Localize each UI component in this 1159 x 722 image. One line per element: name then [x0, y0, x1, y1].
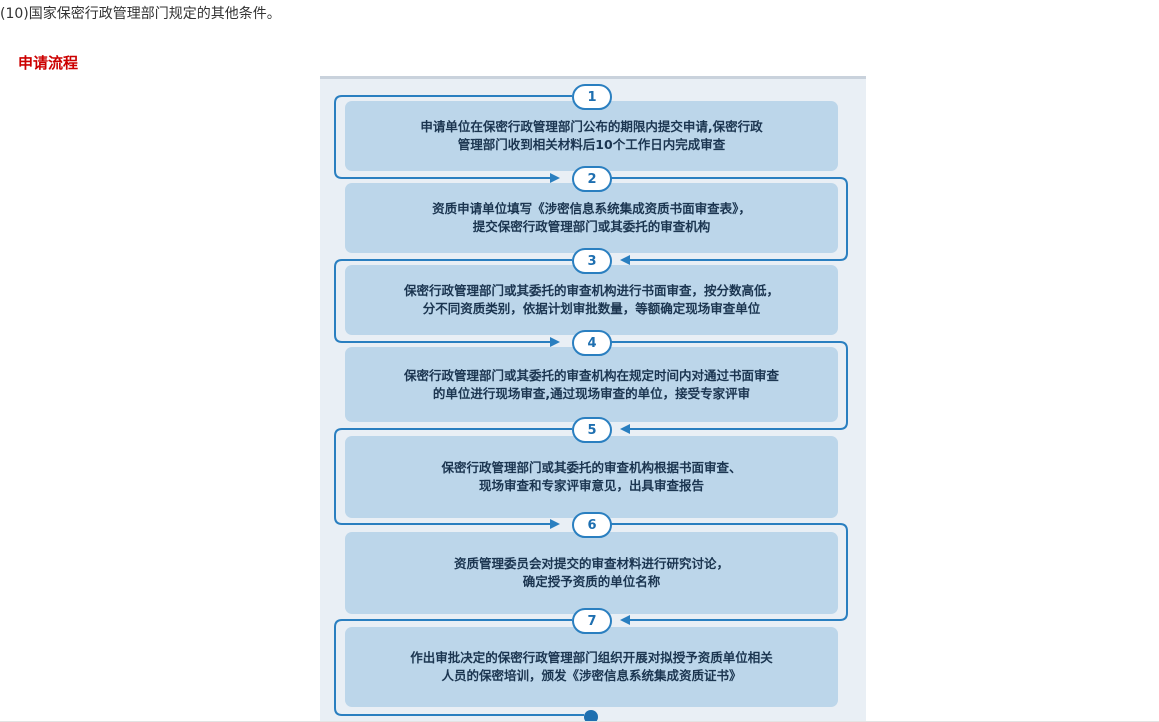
- step-7-line-1: 作出审批决定的保密行政管理部门组织开展对拟授予资质单位相关: [410, 650, 773, 665]
- step-2-box: 资质申请单位填写《涉密信息系统集成资质书面审查表》， 提交保密行政管理部门或其委…: [345, 183, 838, 253]
- step-4-line-2: 的单位进行现场审查,通过现场审查的单位，接受专家评审: [432, 385, 751, 401]
- step-1-line-2: 管理部门收到相关材料后10个工作日内完成审查: [457, 137, 726, 152]
- flow-connector-arrows: [334, 95, 848, 716]
- step-7-number-badge: 7: [572, 608, 612, 634]
- step-1-line-1: 申请单位在保密行政管理部门公布的期限内提交申请,保密行政: [420, 119, 763, 134]
- step-1-box: 申请单位在保密行政管理部门公布的期限内提交申请,保密行政 管理部门收到相关材料后…: [345, 101, 838, 171]
- application-flow-diagram: 申请单位在保密行政管理部门公布的期限内提交申请,保密行政 管理部门收到相关材料后…: [320, 76, 866, 722]
- intro-text: (10)国家保密行政管理部门规定的其他条件。: [0, 6, 281, 22]
- step-3-box: 保密行政管理部门或其委托的审查机构进行书面审查，按分数高低， 分不同资质类别，依…: [345, 265, 838, 335]
- step-4-number-badge: 4: [572, 330, 612, 356]
- flow-end-marker: [584, 710, 598, 722]
- step-7-line-2: 人员的保密培训，颁发《涉密信息系统集成资质证书》: [441, 668, 742, 683]
- step-3-line-2: 分不同资质类别，依据计划审批数量，等额确定现场审查单位: [422, 301, 761, 316]
- step-5-number-badge: 5: [572, 417, 612, 443]
- step-6-box: 资质管理委员会对提交的审查材料进行研究讨论， 确定授予资质的单位名称: [345, 532, 838, 614]
- step-4-box: 保密行政管理部门或其委托的审查机构在规定时间内对通过书面审查 的单位进行现场审查…: [345, 347, 838, 422]
- step-3-line-1: 保密行政管理部门或其委托的审查机构进行书面审查，按分数高低，: [403, 283, 779, 298]
- step-5-box: 保密行政管理部门或其委托的审查机构根据书面审查、 现场审查和专家评审意见，出具审…: [345, 436, 838, 518]
- step-3-number-badge: 3: [572, 248, 612, 274]
- step-6-line-1: 资质管理委员会对提交的审查材料进行研究讨论，: [453, 556, 729, 571]
- step-5-line-1: 保密行政管理部门或其委托的审查机构根据书面审查、: [441, 460, 742, 475]
- step-7-box: 作出审批决定的保密行政管理部门组织开展对拟授予资质单位相关 人员的保密培训，颁发…: [345, 627, 838, 707]
- step-2-line-2: 提交保密行政管理部门或其委托的审查机构: [472, 219, 711, 234]
- step-6-number-badge: 6: [572, 512, 612, 538]
- section-heading: 申请流程: [18, 54, 79, 72]
- step-4-line-1: 保密行政管理部门或其委托的审查机构在规定时间内对通过书面审查: [403, 367, 779, 383]
- figure-top-edge: [320, 76, 866, 79]
- step-2-number-badge: 2: [572, 166, 612, 192]
- step-6-line-2: 确定授予资质的单位名称: [522, 574, 661, 589]
- step-5-line-2: 现场审查和专家评审意见，出具审查报告: [478, 478, 704, 493]
- step-1-number-badge: 1: [572, 84, 612, 110]
- step-2-line-1: 资质申请单位填写《涉密信息系统集成资质书面审查表》，: [432, 201, 751, 216]
